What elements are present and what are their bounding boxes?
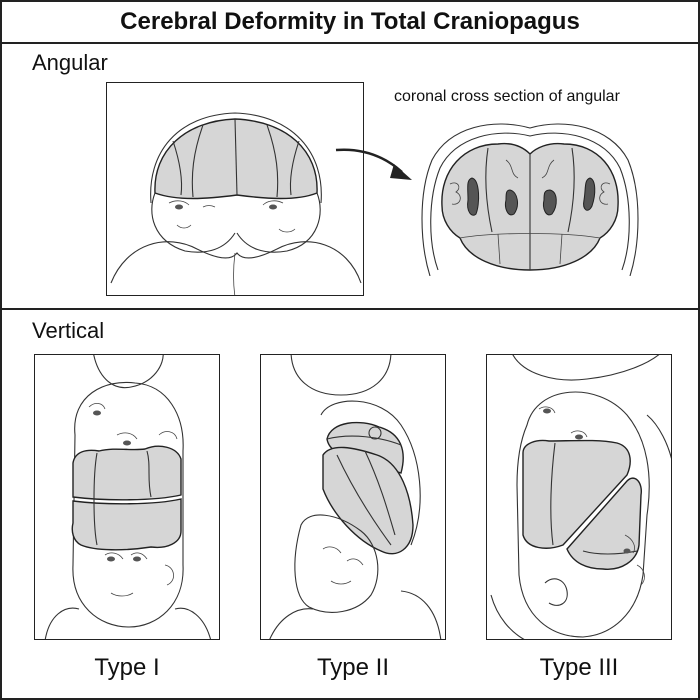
coronal-cross-section	[421, 123, 639, 276]
coronal-caption: coronal cross section of angular	[394, 88, 620, 105]
type2-drawing	[269, 355, 442, 639]
left-eye	[175, 204, 183, 210]
ventricle-center-right	[543, 189, 557, 216]
type2-illustration	[260, 354, 446, 640]
ventricle-center-left	[505, 189, 518, 216]
arrow-icon	[335, 148, 412, 180]
type1-lower-brain	[71, 498, 182, 551]
type1-illustration	[34, 354, 220, 640]
section-divider	[2, 308, 698, 310]
type3-drawing	[490, 355, 671, 639]
type3-upper-brain	[522, 439, 631, 549]
type-label-3: Type III	[539, 654, 619, 681]
type-label-2: Type II	[316, 654, 390, 681]
angular-drawing	[110, 112, 362, 295]
type1-drawing	[44, 355, 211, 639]
angular-illustration	[106, 82, 364, 296]
ventricle-left	[467, 177, 480, 216]
type2-lower-brain	[322, 446, 414, 555]
section-label-angular: Angular	[32, 50, 108, 75]
type3-illustration	[486, 354, 672, 640]
type-label-1: Type I	[94, 654, 160, 681]
right-eye	[269, 204, 277, 210]
section-label-vertical: Vertical	[32, 318, 105, 343]
figure-title: Cerebral Deformity in Total Craniopagus	[2, 2, 698, 44]
type3-lower-brain	[566, 477, 642, 570]
type1-upper-brain	[72, 445, 182, 501]
ventricle-right	[583, 177, 596, 211]
